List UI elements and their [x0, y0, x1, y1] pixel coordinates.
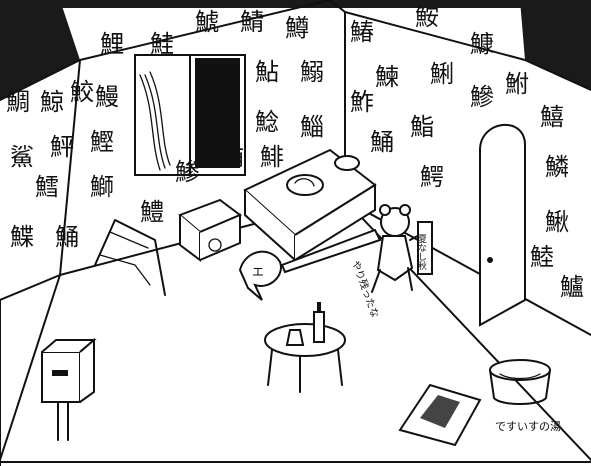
door-icon[interactable] [479, 123, 526, 327]
svg-text:鯉: 鯉 [100, 30, 124, 58]
svg-text:やり残ったな: やり残ったな [349, 259, 382, 320]
svg-text:鯨: 鯨 [40, 88, 64, 116]
wall-kanji-right: 鰆 鮟 鱇 鮒 鰊 鯏 鰺 鱚 鮓 鮨 鯒 鰐 鱗 鰍 鯥 鱸 [350, 3, 584, 301]
svg-text:鰈: 鰈 [10, 223, 34, 251]
bucket-icon: ですいすの湯 [489, 359, 561, 433]
svg-text:鯵: 鯵 [175, 158, 199, 186]
svg-text:エ: エ [252, 265, 264, 279]
svg-text:鰹: 鰹 [90, 128, 114, 156]
svg-text:鯒: 鯒 [55, 223, 79, 251]
svg-text:鮪: 鮪 [220, 143, 244, 171]
svg-text:鯔: 鯔 [300, 113, 324, 141]
svg-text:鯖: 鯖 [240, 8, 264, 36]
top-frame-bar [0, 0, 591, 8]
svg-text:鰍: 鰍 [545, 208, 569, 236]
sign: 夏なし秋 [416, 221, 433, 275]
svg-text:鰺: 鰺 [470, 83, 494, 111]
svg-text:鱒: 鱒 [285, 14, 309, 42]
svg-text:鱚: 鱚 [540, 103, 564, 131]
svg-text:鰻: 鰻 [95, 83, 119, 111]
svg-text:鯰: 鯰 [255, 108, 279, 136]
svg-text:鯛: 鯛 [6, 88, 30, 116]
svg-text:鮨: 鮨 [410, 113, 434, 141]
svg-text:鮫: 鮫 [70, 78, 94, 106]
svg-text:鱇: 鱇 [470, 30, 494, 58]
table-icon [264, 323, 346, 393]
dark-corner-right [520, 0, 591, 90]
svg-text:鰯: 鰯 [300, 58, 324, 86]
cat-icon: エ [238, 228, 382, 301]
glass-icon [285, 329, 305, 346]
svg-text:鯡: 鯡 [260, 143, 284, 171]
bottle-icon [313, 302, 325, 343]
window [134, 54, 246, 176]
svg-text:鰐: 鰐 [420, 163, 444, 191]
svg-text:鰆: 鰆 [350, 18, 374, 46]
bear-note: やり残ったな [349, 259, 382, 320]
svg-text:鮎: 鮎 [255, 58, 279, 86]
svg-text:鮭: 鮭 [150, 30, 174, 58]
svg-text:鱸: 鱸 [560, 273, 584, 301]
svg-text:鮒: 鮒 [505, 70, 529, 98]
svg-text:ですいすの湯: ですいすの湯 [495, 420, 561, 433]
tray-icon [398, 383, 482, 447]
svg-text:鰊: 鰊 [375, 63, 399, 91]
box-icon [178, 198, 242, 262]
bed-icon [243, 148, 377, 263]
svg-text:鯊: 鯊 [10, 143, 34, 171]
dark-corner-left [0, 0, 80, 100]
svg-text:鮃: 鮃 [50, 133, 74, 161]
svg-text:鮟: 鮟 [415, 3, 439, 31]
bear-icon [371, 204, 426, 293]
svg-text:鱧: 鱧 [140, 198, 164, 226]
wall-kanji-left: 鯉 鮭 鯱 鯖 鱒 鯨 鮫 鯛 鰻 鮎 鰯 鯊 鮃 鰹 鯰 鯔 鱈 鰤 鯵 鮪 … [6, 8, 324, 251]
mailbox-icon [41, 337, 97, 441]
svg-text:鯏: 鯏 [430, 60, 454, 88]
svg-text:鮓: 鮓 [350, 88, 374, 116]
svg-text:鯱: 鯱 [195, 8, 219, 36]
svg-text:鰤: 鰤 [90, 173, 114, 201]
svg-text:鯥: 鯥 [530, 243, 554, 271]
frame-icon [94, 219, 166, 296]
svg-text:鱗: 鱗 [545, 153, 569, 181]
svg-text:鯒: 鯒 [370, 128, 394, 156]
svg-text:鱈: 鱈 [35, 173, 59, 201]
svg-text:夏なし秋: 夏なし秋 [416, 234, 427, 271]
